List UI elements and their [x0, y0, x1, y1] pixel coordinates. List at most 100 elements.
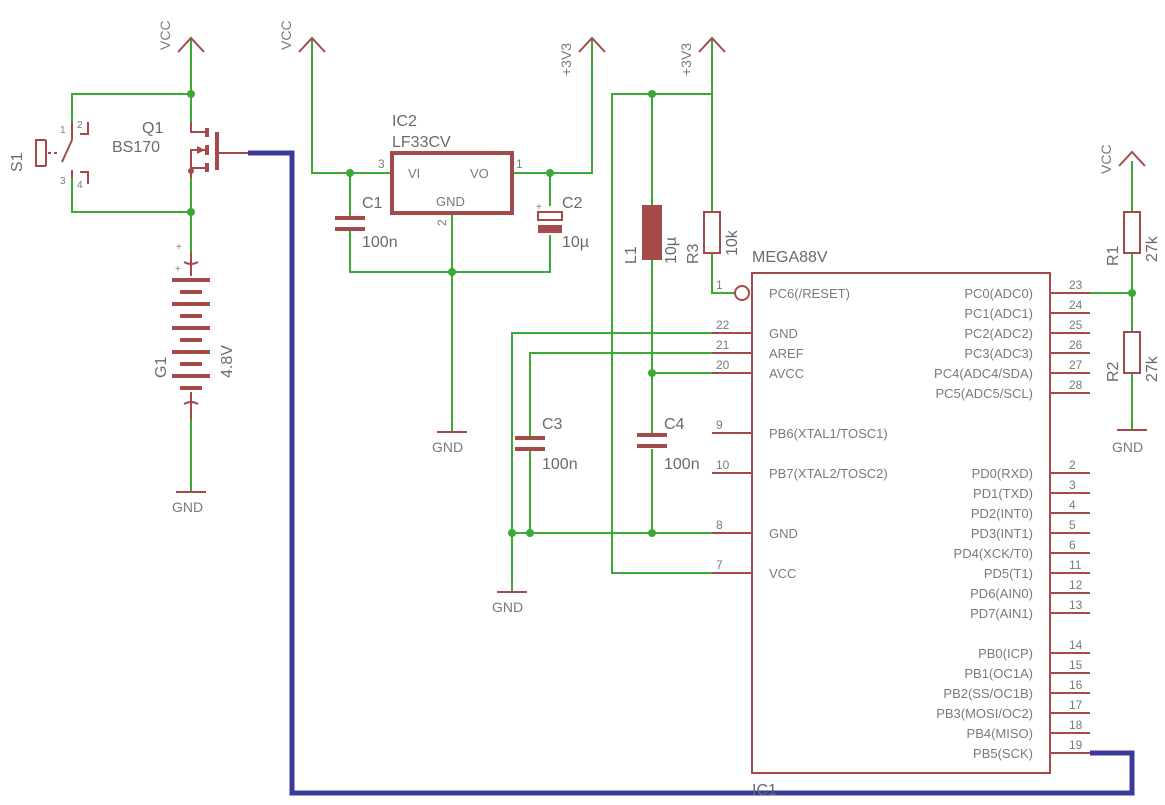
pin-number: 25: [1069, 318, 1083, 332]
svg-text:R3: R3: [685, 243, 702, 264]
pin-number: 13: [1069, 598, 1083, 612]
resistor-r2: R2 27k: [1105, 331, 1161, 382]
svg-text:3: 3: [378, 157, 385, 171]
pin-number: 22: [716, 318, 730, 332]
pin-number: 9: [716, 418, 723, 432]
svg-text:10µ: 10µ: [663, 237, 680, 264]
pin-number: 4: [1069, 498, 1076, 512]
svg-text:Q1: Q1: [142, 120, 163, 137]
svg-text:IC1: IC1: [752, 782, 777, 799]
svg-text:2: 2: [435, 219, 449, 226]
pin-number: 23: [1069, 278, 1083, 292]
pin-number: 18: [1069, 718, 1083, 732]
svg-text:+: +: [176, 242, 182, 253]
pin-label: PC4(ADC4/SDA): [934, 366, 1033, 381]
pin-number: 28: [1069, 378, 1083, 392]
svg-text:LF33CV: LF33CV: [392, 134, 451, 151]
capacitor-c4: C4 100n: [637, 416, 700, 473]
svg-text:1: 1: [60, 125, 66, 136]
ic1-right-pins: 23PC0(ADC0)24PC1(ADC1)25PC2(ADC2)26PC3(A…: [934, 278, 1090, 761]
inductor-l1: L1 10µ: [623, 205, 680, 264]
pin-number: 27: [1069, 358, 1083, 372]
pin-label: PB0(ICP): [978, 646, 1033, 661]
svg-text:G1: G1: [153, 357, 170, 378]
pin-label: PD6(AIN0): [970, 586, 1033, 601]
resistor-r1: R1 27k: [1105, 211, 1161, 266]
pin-number: 6: [1069, 538, 1076, 552]
resistor-r3: R3 10k: [685, 211, 741, 264]
microcontroller-ic1: MEGA88V IC1 1PC6(/RESET)22GND21AREF20AVC…: [712, 249, 1090, 799]
svg-text:100n: 100n: [664, 456, 700, 473]
pin-label: PB6(XTAL1/TOSC1): [769, 426, 888, 441]
capacitor-c1: C1 100n: [335, 195, 398, 251]
mosfet-q1: Q1 BS170: [112, 120, 248, 178]
svg-text:+: +: [536, 202, 542, 213]
vcc-supply-2: VCC: [278, 20, 326, 53]
vcc-supply-3: VCC: [1098, 144, 1146, 174]
svg-text:R2: R2: [1105, 361, 1122, 382]
regulator-ic2: IC2 LF33CV VI VO GND 3 1 2: [378, 113, 523, 226]
pin-number: 15: [1069, 658, 1083, 672]
pin-number: 5: [1069, 518, 1076, 532]
svg-text:GND: GND: [436, 194, 465, 209]
gnd-symbol-ic1: GND: [492, 591, 527, 615]
svg-text:3: 3: [60, 176, 66, 187]
pin-label: GND: [769, 326, 798, 341]
pin-label: PB7(XTAL2/TOSC2): [769, 466, 888, 481]
pin-label: AREF: [769, 346, 804, 361]
pin-label: VCC: [769, 566, 796, 581]
pin-label: PD3(INT1): [971, 526, 1033, 541]
pin-number: 10: [716, 458, 730, 472]
svg-text:GND: GND: [1112, 439, 1143, 455]
svg-text:2: 2: [77, 120, 83, 131]
pin-label: PC5(ADC5/SCL): [935, 386, 1033, 401]
pin-label: PD2(INT0): [971, 506, 1033, 521]
pin-number: 8: [716, 518, 723, 532]
pin-number: 7: [716, 558, 723, 572]
ic1-left-pins: 1PC6(/RESET)22GND21AREF20AVCC9PB6(XTAL1/…: [712, 278, 888, 581]
pin-number: 11: [1069, 558, 1082, 572]
svg-text:+: +: [175, 264, 181, 275]
svg-text:GND: GND: [172, 499, 203, 515]
svg-text:10k: 10k: [724, 229, 741, 256]
pin-label: PB3(MOSI/OC2): [936, 706, 1033, 721]
svg-text:4.8V: 4.8V: [219, 345, 236, 378]
v33-supply-1: +3V3: [558, 36, 606, 76]
svg-text:4: 4: [77, 180, 83, 191]
svg-text:10µ: 10µ: [562, 234, 589, 251]
svg-text:IC2: IC2: [392, 113, 417, 130]
pin-label: AVCC: [769, 366, 804, 381]
pin-number: 17: [1069, 698, 1083, 712]
pin-label: GND: [769, 526, 798, 541]
pin-number: 20: [716, 358, 730, 372]
pin-number: 1: [716, 278, 723, 292]
svg-text:VCC: VCC: [278, 20, 294, 50]
svg-text:1: 1: [516, 157, 523, 171]
pin-label: PB2(SS/OC1B): [943, 686, 1033, 701]
sck-bus-wire: [248, 150, 1135, 796]
svg-text:BS170: BS170: [112, 139, 160, 156]
pin-label: PB4(MISO): [967, 726, 1033, 741]
pin-number: 26: [1069, 338, 1083, 352]
vcc-supply-1: VCC: [157, 20, 205, 53]
svg-text:C2: C2: [562, 195, 583, 212]
pin-label: PC2(ADC2): [964, 326, 1033, 341]
svg-text:S1: S1: [9, 152, 26, 172]
pin-label: PD5(T1): [984, 566, 1033, 581]
pin-label: PC0(ADC0): [964, 286, 1033, 301]
